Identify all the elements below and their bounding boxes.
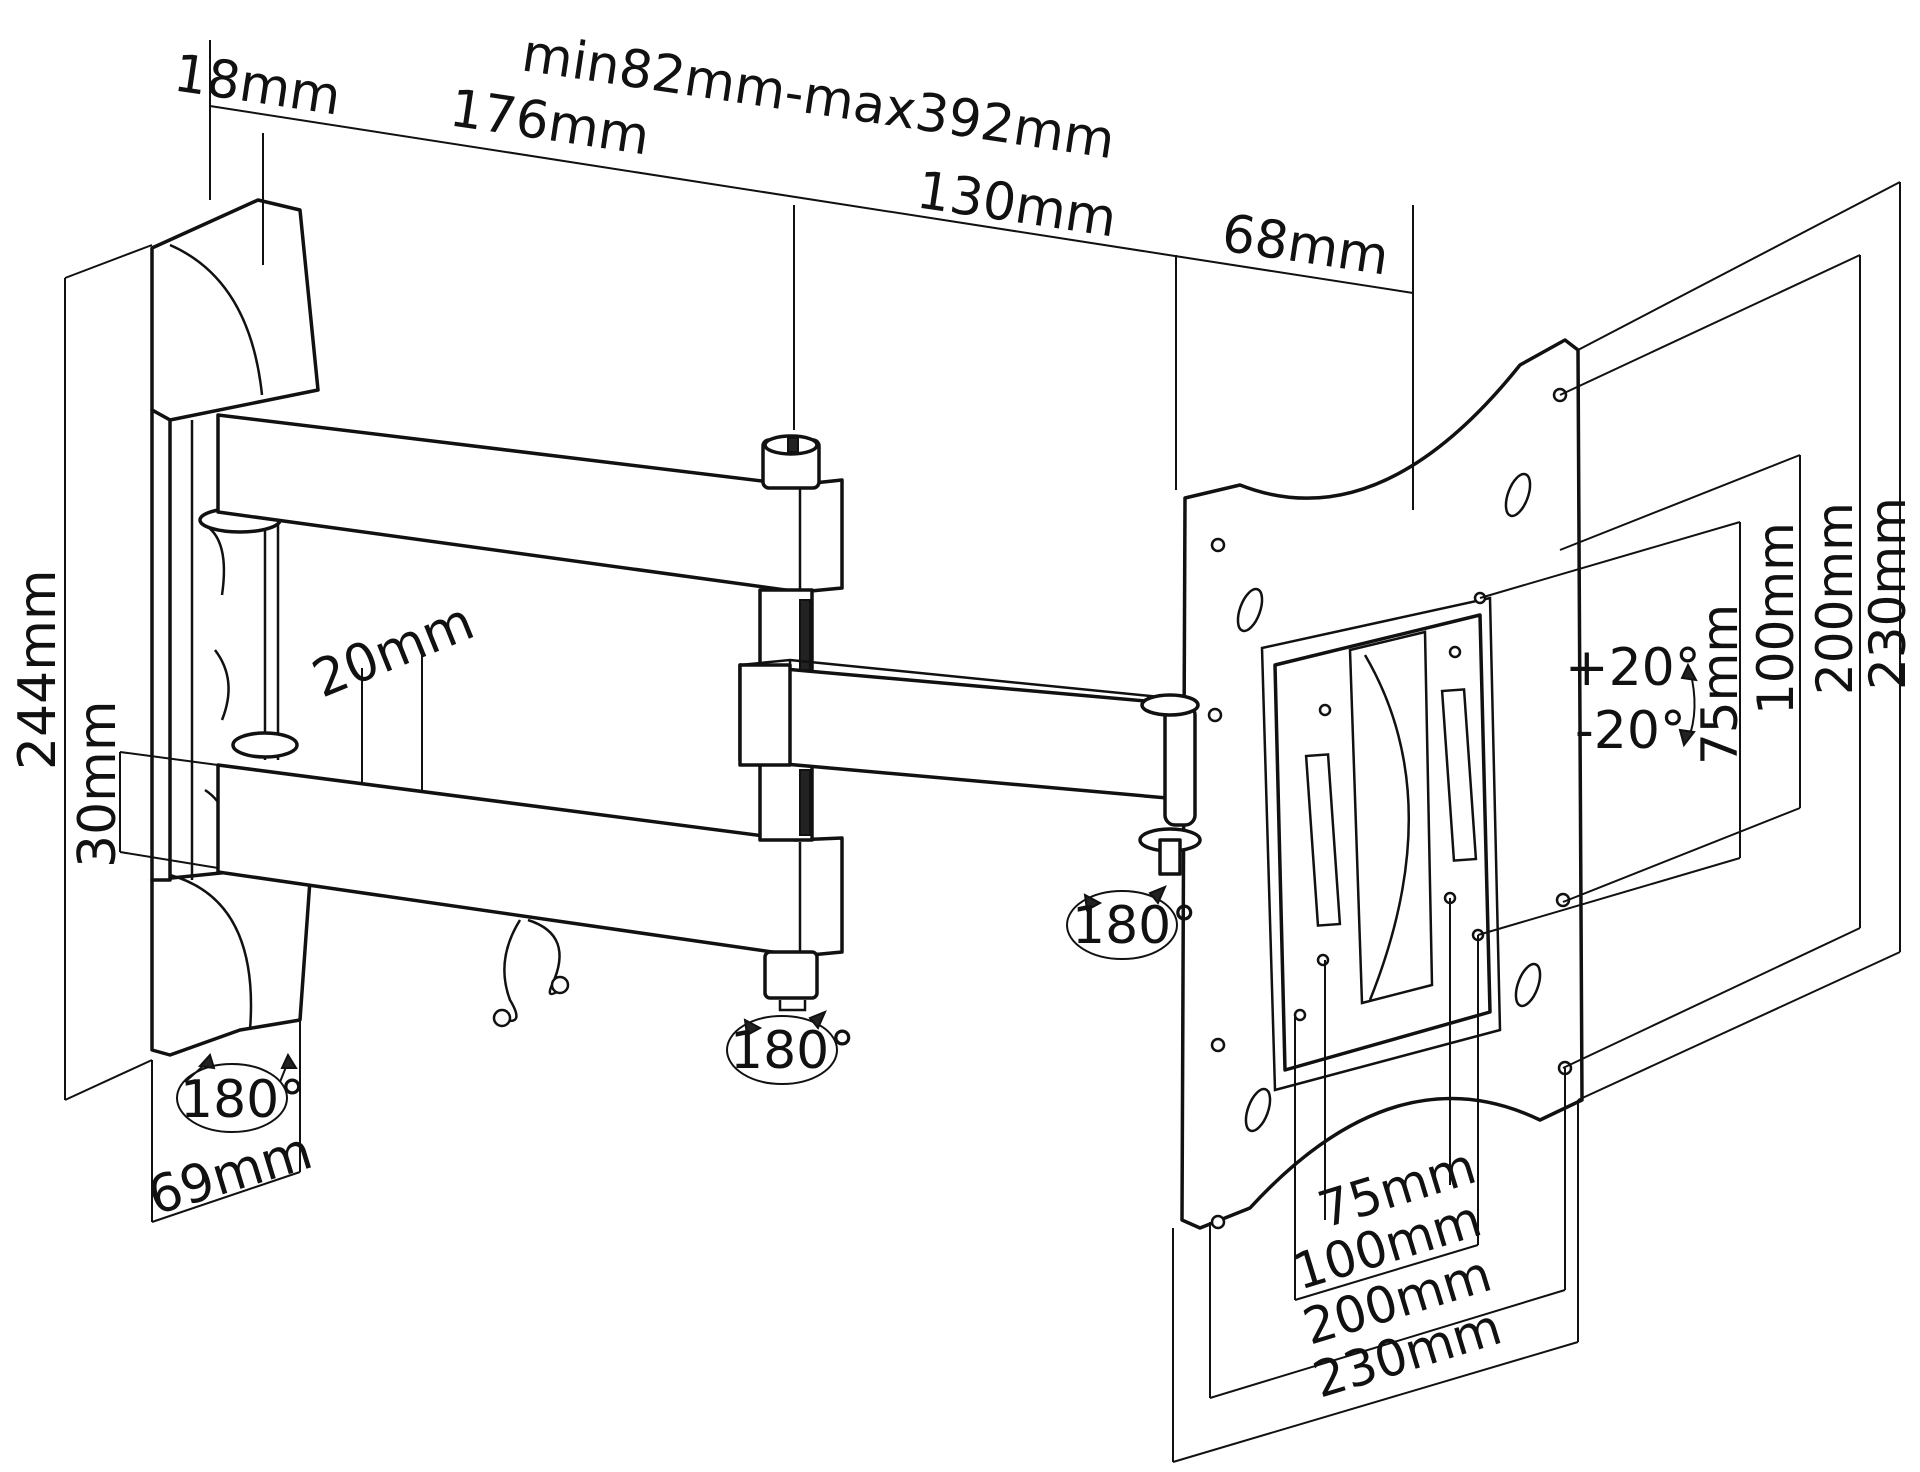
tilt-up-label: +20° [1565,638,1701,698]
second-arm [738,658,1192,802]
dimension-lines [64,40,1901,1463]
vesa-v-75-label: 75mm [1691,604,1749,765]
cable-hooks [492,918,570,1028]
rotation-markers [176,662,1698,1133]
wall-plate-width-label: 69mm [141,1121,319,1227]
head-swivel-label: 180° [1072,896,1197,956]
vesa-v-200-label: 200mm [1806,502,1864,695]
first-arm-lower [216,763,844,1012]
vesa-v-100-label: 100mm [1747,522,1805,715]
second-arm-length-label: 130mm [913,161,1120,250]
wall-offset-label: 18mm [170,44,345,128]
vesa-v-230-label: 230mm [1859,497,1917,690]
wall-plate-height-label: 244mm [8,569,68,770]
arm-gap-label: 20mm [304,592,482,710]
tilt-down-label: -20° [1575,701,1686,761]
vesa-plate [1138,338,1584,1230]
elbow-swivel-label: 180° [730,1021,855,1081]
arm-height-label: 30mm [68,701,128,868]
wall-plate [150,198,320,1057]
head-depth-label: 68mm [1218,204,1393,288]
wall-swivel-label: 180° [180,1070,305,1130]
first-arm-upper [216,413,844,594]
